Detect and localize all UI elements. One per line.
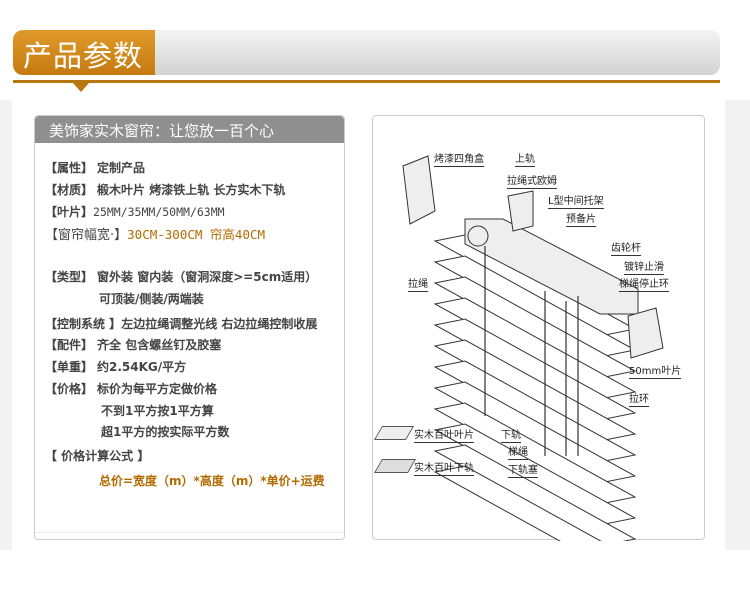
spec-key: 【单重】 — [45, 360, 94, 374]
label-pull-ring: 拉环 — [629, 394, 649, 407]
spec-value: 定制产品 — [97, 161, 146, 175]
label-top-rail: 上轨 — [515, 154, 535, 167]
spec-row: 【窗帘幅宽·】30CM-300CM 帘高40CM — [45, 224, 265, 243]
background-strip-right — [725, 100, 750, 550]
header-bar — [155, 30, 720, 75]
spec-value: 30CM-300CM 帘高40CM — [127, 227, 266, 242]
label-pulley: 拉绳式欧姆 — [507, 176, 557, 189]
panel-footer-line — [35, 532, 344, 533]
label-ladder: 梯绳 — [508, 447, 528, 460]
end-cap-left — [402, 155, 436, 225]
spec-row: 【价格】标价为每平方定做价格 — [45, 380, 217, 397]
price-formula: 总价=宽度（m）*高度（m）*单价+运费 — [99, 474, 325, 488]
label-spare-slat: 预备片 — [566, 214, 596, 227]
spec-key: 【窗帘幅宽·】 — [45, 228, 128, 243]
spec-key: 【控制系统 】 — [45, 317, 122, 331]
label-l-bracket: L型中间托架 — [548, 196, 604, 209]
spec-value: 左边拉绳调整光线 右边拉绳控制收展 — [121, 317, 318, 331]
spec-key: 【属性】 — [45, 161, 94, 175]
label-slat-50mm: 50mm叶片 — [629, 366, 682, 379]
spec-value: 窗外装 窗内装（窗洞深度>=5cm适用） — [97, 270, 318, 284]
spec-value: 齐全 包含螺丝钉及胶塞 — [97, 338, 222, 352]
spec-row: 【控制系统 】左边拉绳调整光线 右边拉绳控制收展 — [45, 315, 317, 332]
l-bracket — [507, 190, 534, 232]
spec-row: 【单重】约2.54KG/平方 — [45, 358, 186, 375]
label-wood-slat: 实木百叶叶片 — [414, 430, 474, 443]
spec-row: 【类型】窗外装 窗内装（窗洞深度>=5cm适用） — [45, 268, 317, 285]
spec-value-cont: 超1平方的按实际平方数 — [101, 425, 230, 439]
slat — [433, 465, 602, 541]
pulley — [467, 225, 489, 247]
header-divider — [13, 80, 720, 83]
label-box-cap: 烤漆四角盒 — [434, 154, 484, 167]
spec-key: 【叶片】 — [45, 205, 94, 219]
label-wood-bottom-rail: 实木百叶下轨 — [414, 463, 474, 476]
label-cord: 拉绳 — [408, 279, 428, 292]
header-arrow-icon — [73, 83, 89, 92]
background-strip-left — [0, 100, 12, 550]
spec-key: 【配件】 — [45, 338, 94, 352]
spec-key: 【价格】 — [45, 382, 94, 396]
end-cap-right — [627, 307, 664, 359]
label-anti-slip: 镀锌止滑 — [624, 262, 664, 275]
spec-row: 【属性】定制产品 — [45, 159, 145, 176]
spec-row: 【配件】齐全 包含螺丝钉及胶塞 — [45, 336, 221, 353]
blind-diagram — [402, 155, 664, 541]
page-title: 产品参数 — [13, 30, 155, 75]
spec-value-cont: 不到1平方按1平方算 — [101, 404, 214, 418]
label-bottom-rail: 下轨 — [501, 430, 521, 443]
label-ladder-stop: 梯绳停止环 — [619, 279, 669, 292]
spec-value: 25MM/35MM/50MM/63MM — [93, 205, 225, 219]
spec-panel: 美饰家实木窗帘：让您放一百个心 【属性】定制产品 【材质】椴木叶片 烤漆铁上轨 … — [34, 115, 345, 540]
label-end-plug: 下轨塞 — [508, 465, 538, 478]
spec-row: 【叶片】25MM/35MM/50MM/63MM — [45, 203, 225, 220]
spec-panel-title: 美饰家实木窗帘：让您放一百个心 — [35, 116, 344, 143]
spec-value-cont: 可顶装/侧装/两端装 — [99, 292, 204, 306]
spec-key: 【 价格计算公式 】 — [45, 449, 150, 463]
spec-value: 椴木叶片 烤漆铁上轨 长方实木下轨 — [97, 183, 286, 197]
spec-row: 【材质】椴木叶片 烤漆铁上轨 长方实木下轨 — [45, 181, 285, 198]
spec-key: 【类型】 — [45, 270, 94, 284]
spec-key: 【材质】 — [45, 183, 94, 197]
spec-value: 约2.54KG/平方 — [97, 360, 187, 374]
label-gear-rod: 齿轮杆 — [611, 243, 641, 256]
diagram-panel: 烤漆四角盒 上轨 拉绳式欧姆 L型中间托架 预备片 齿轮杆 镀锌止滑 梯绳停止环… — [372, 115, 705, 541]
spec-value: 标价为每平方定做价格 — [97, 382, 218, 396]
